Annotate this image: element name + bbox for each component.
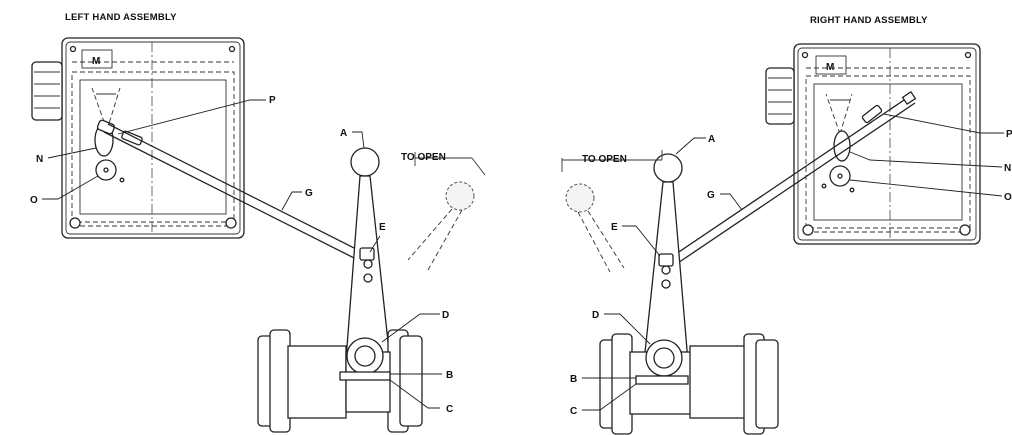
left-label-N: N (36, 154, 43, 165)
right-callouts: M P N O A TO OPEN G E D B C (570, 62, 1012, 417)
left-actuator-housing (31, 37, 245, 239)
right-label-C: C (570, 406, 577, 417)
right-label-O: O (1004, 192, 1012, 203)
left-valve-lever (345, 147, 391, 361)
left-label-E: E (379, 222, 386, 233)
left-callouts: M P N O A TO OPEN G E D B C (30, 56, 453, 415)
right-valve-lever (643, 153, 689, 363)
right-label-G: G (707, 190, 715, 201)
left-valve-body (257, 329, 423, 433)
left-label-O: O (30, 195, 38, 206)
right-open-position (561, 150, 663, 273)
left-open-position (407, 152, 486, 271)
left-label-G: G (305, 188, 313, 199)
left-label-B: B (446, 370, 453, 381)
right-label-M: M (826, 62, 834, 73)
left-assembly-title: LEFT HAND ASSEMBLY (65, 12, 177, 23)
right-assembly-title: RIGHT HAND ASSEMBLY (810, 15, 928, 26)
left-label-A: A (340, 128, 347, 139)
right-label-P: P (1006, 129, 1012, 140)
left-label-C: C (446, 404, 453, 415)
left-connecting-rod (103, 123, 371, 265)
right-label-E: E (611, 222, 618, 233)
right-label-N: N (1004, 163, 1011, 174)
right-hand-assembly: RIGHT HAND ASSEMBLY (561, 15, 1012, 435)
left-label-to-open: TO OPEN (401, 152, 446, 163)
right-label-B: B (570, 374, 577, 385)
left-hand-assembly: LEFT HAND ASSEMBLY (30, 12, 486, 433)
right-label-D: D (592, 310, 599, 321)
left-label-D: D (442, 310, 449, 321)
right-actuator-housing (765, 43, 981, 245)
right-label-to-open: TO OPEN (582, 154, 627, 165)
left-label-M: M (92, 56, 100, 67)
left-label-P: P (269, 95, 276, 106)
right-connecting-rod (663, 90, 917, 270)
right-valve-body (599, 333, 779, 435)
right-label-A: A (708, 134, 715, 145)
